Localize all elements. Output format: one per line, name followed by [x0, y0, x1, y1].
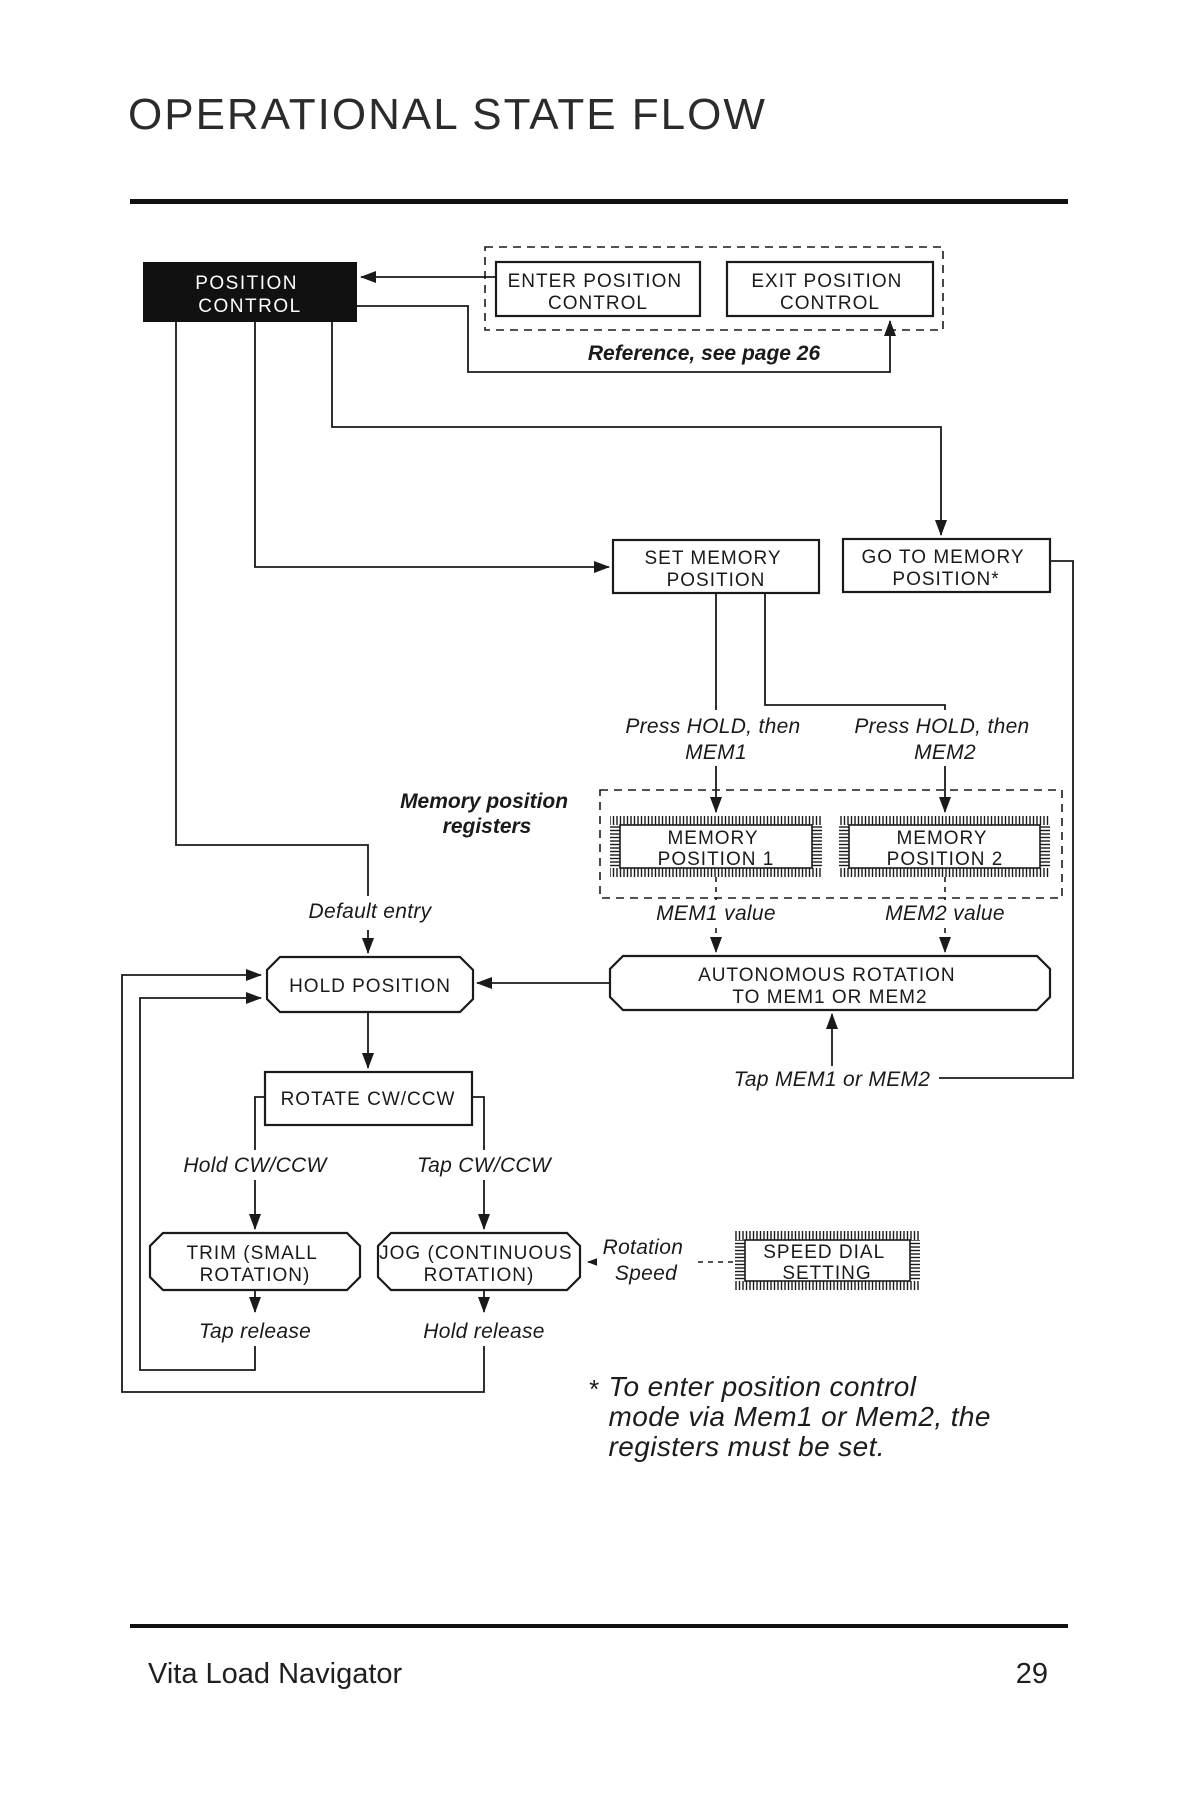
enter-position-control-label: ENTER POSITION CONTROL	[508, 271, 689, 314]
footer-divider-rule	[130, 1624, 1068, 1628]
edge-position-control-to-goto-memory	[331, 322, 947, 536]
memory-registers-container	[599, 789, 1063, 899]
mem1-value-label: MEM1 value	[656, 902, 776, 925]
memory-position-1-label: MEMORY POSITION 1	[658, 828, 775, 870]
reference-note: Reference, see page 26	[588, 342, 821, 365]
mem2-hatch-bottom	[839, 868, 1050, 877]
connector-lines	[121, 271, 1074, 1393]
reference-group-container	[484, 246, 944, 331]
footnote: * To enter position control mode via Mem…	[588, 1372, 1058, 1462]
position-control-label: POSITION CONTROL	[195, 273, 305, 317]
edge-set-memory-to-mem2-upper	[764, 593, 946, 710]
press-hold-mem1-label: Press HOLD, then MEM1	[625, 715, 806, 764]
mem2-value-label: MEM2 value	[885, 902, 1005, 925]
exit-position-control-label: EXIT POSITION CONTROL	[751, 271, 908, 314]
footer-page-number: 29	[1015, 1658, 1048, 1690]
memory-registers-label: Memory position registers	[400, 790, 574, 838]
node-speed-dial-setting: SPEED DIAL SETTING	[735, 1231, 920, 1290]
tap-mem1-or-mem2-label: Tap MEM1 or MEM2	[734, 1068, 931, 1091]
speed-dial-hatch-bottom	[735, 1281, 920, 1290]
go-to-memory-position-label: GO TO MEMORY POSITION*	[862, 547, 1031, 590]
memory-position-1-box	[619, 824, 813, 869]
node-trim: TRIM (SMALL ROTATION)	[148, 1231, 362, 1292]
hold-release-label: Hold release	[423, 1320, 545, 1343]
rotation-speed-label: Rotation Speed	[603, 1236, 690, 1285]
autonomous-rotation-label: AUTONOMOUS ROTATION TO MEM1 OR MEM2	[698, 965, 962, 1008]
mem1-hatch-top	[610, 816, 822, 825]
go-to-memory-position-box	[841, 537, 1052, 594]
set-memory-position-box	[611, 538, 821, 595]
hold-position-box	[265, 955, 475, 1014]
trim-box	[148, 1231, 362, 1292]
node-position-control: POSITION CONTROL	[143, 262, 357, 322]
node-rotate-cw-ccw: ROTATE CW/CCW	[263, 1070, 474, 1127]
node-memory-position-2: MEMORY POSITION 2	[839, 816, 1050, 877]
memory-position-2-label: MEMORY POSITION 2	[887, 828, 1004, 870]
rotation-speed-label-bg	[597, 1234, 697, 1288]
speed-dial-setting-box	[744, 1239, 911, 1282]
mem2-hatch-left	[839, 825, 849, 868]
footnote-asterisk: *	[588, 1374, 599, 1404]
hold-position-label: HOLD POSITION	[289, 976, 451, 997]
node-set-memory-position: SET MEMORY POSITION	[611, 538, 821, 595]
edge-goto-loop	[939, 560, 1074, 1079]
mem1-hatch-bottom	[610, 868, 822, 877]
exit-position-control-box	[725, 260, 935, 318]
enter-position-control-box	[494, 260, 702, 318]
press-hold-mem2-label: Press HOLD, then MEM2	[854, 715, 1035, 764]
jog-box	[376, 1231, 582, 1292]
mem1-hatch-right	[812, 825, 822, 868]
edge-position-control-to-set-memory	[254, 322, 610, 573]
tap-release-label: Tap release	[199, 1320, 311, 1343]
rotate-cw-ccw-label: ROTATE CW/CCW	[281, 1089, 456, 1110]
autonomous-rotation-box	[608, 954, 1052, 1012]
position-control-box	[143, 262, 357, 322]
rotation-speed-label-group: Rotation Speed	[597, 1234, 697, 1288]
rotate-cw-ccw-box	[263, 1070, 474, 1127]
edge-position-control-to-default-entry	[175, 322, 369, 896]
default-entry-label: Default entry	[309, 900, 433, 923]
edge-position-control-to-exit	[357, 305, 896, 373]
mem2-hatch-right	[1040, 825, 1050, 868]
node-autonomous-rotation: AUTONOMOUS ROTATION TO MEM1 OR MEM2	[608, 954, 1052, 1012]
speed-dial-hatch-top	[735, 1231, 920, 1240]
mem2-hatch-top	[839, 816, 1050, 825]
memory-position-2-box	[848, 824, 1041, 869]
set-memory-position-label: SET MEMORY POSITION	[645, 548, 788, 591]
edge-hold-release-loop-to-hold	[121, 969, 485, 1393]
jog-label: JOG (CONTINUOUS ROTATION)	[379, 1243, 579, 1286]
edge-rotate-to-trim-upper	[254, 1096, 265, 1150]
hold-cw-ccw-label: Hold CW/CCW	[183, 1154, 328, 1177]
speed-dial-hatch-left	[735, 1240, 745, 1281]
node-memory-position-1: MEMORY POSITION 1	[610, 816, 822, 877]
title-divider-rule	[130, 199, 1068, 204]
trim-label: TRIM (SMALL ROTATION)	[187, 1243, 324, 1286]
footnote-text: To enter position control mode via Mem1 …	[608, 1371, 991, 1462]
speed-dial-setting-label: SPEED DIAL SETTING	[763, 1242, 891, 1284]
page-title: OPERATIONAL STATE FLOW	[128, 90, 767, 139]
node-go-to-memory-position: GO TO MEMORY POSITION*	[841, 537, 1052, 594]
mem1-hatch-left	[610, 825, 620, 868]
edge-tap-release-loop-to-hold	[139, 992, 262, 1371]
node-enter-position-control: ENTER POSITION CONTROL	[494, 260, 702, 318]
tap-cw-ccw-label: Tap CW/CCW	[417, 1154, 553, 1177]
speed-dial-hatch-right	[910, 1240, 920, 1281]
footer-book-title: Vita Load Navigator	[148, 1658, 403, 1690]
node-hold-position: HOLD POSITION	[265, 955, 475, 1014]
node-exit-position-control: EXIT POSITION CONTROL	[725, 260, 935, 318]
node-jog: JOG (CONTINUOUS ROTATION)	[376, 1231, 582, 1292]
edge-rotate-to-jog-upper	[472, 1096, 485, 1150]
